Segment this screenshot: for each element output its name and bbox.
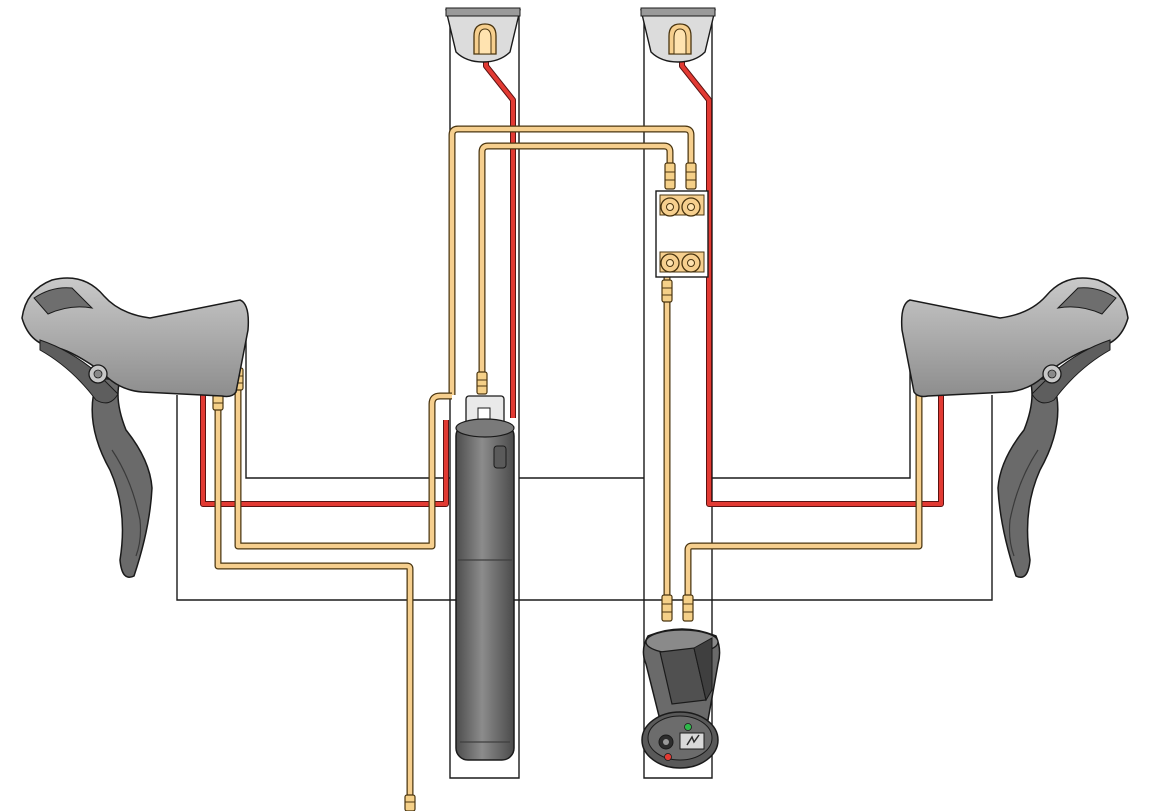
frame-outline <box>176 8 993 779</box>
connector-icon <box>476 371 488 395</box>
connector-icon <box>661 279 673 303</box>
status-led-green-icon <box>684 723 692 731</box>
shift-lever-icon <box>900 277 1129 578</box>
charging-junction-icon <box>641 628 721 769</box>
connectors <box>212 162 925 811</box>
mount-icon <box>445 7 521 63</box>
connector-icon <box>404 794 416 811</box>
connector-icon <box>664 162 676 190</box>
junction-box-icon <box>655 190 709 278</box>
shift-lever-icon <box>21 277 250 578</box>
mount-icon <box>640 7 716 63</box>
status-led-red-icon <box>664 753 672 761</box>
connector-icon <box>682 594 694 622</box>
connector-icon <box>661 594 673 622</box>
battery-icon <box>455 395 515 761</box>
connector-icon <box>685 162 697 190</box>
power-wires <box>200 58 944 507</box>
signal-wires <box>214 125 923 811</box>
